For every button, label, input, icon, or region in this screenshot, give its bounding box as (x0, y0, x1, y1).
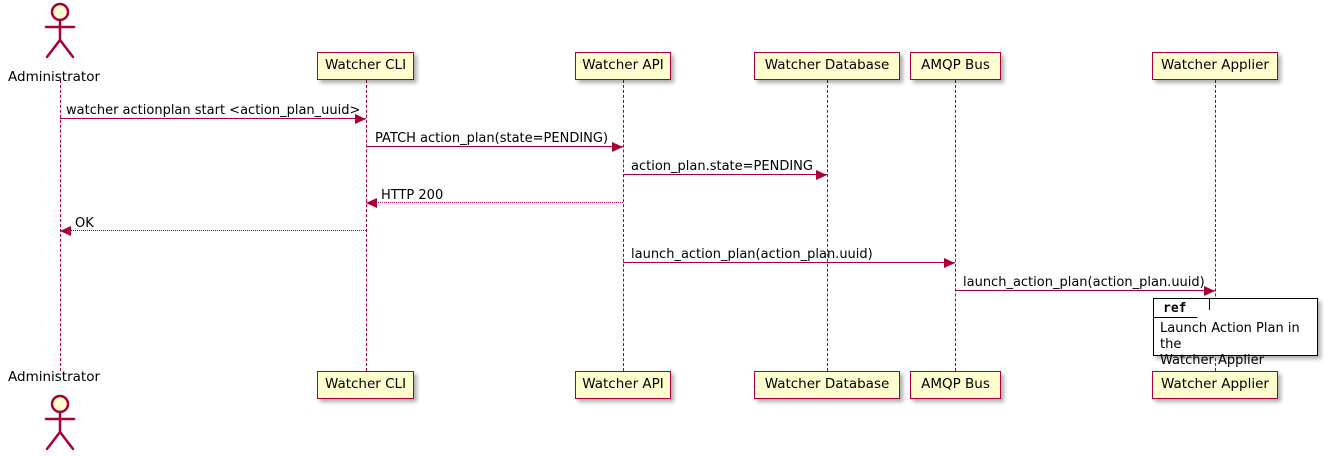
ref-fragment-body-line-2: Watcher Applier (1160, 353, 1264, 368)
message-label-m4: HTTP 200 (381, 188, 444, 203)
participant-box-watcher-cli-bottom[interactable]: Watcher CLI (317, 371, 414, 399)
lifeline-watcher-database (826, 80, 828, 371)
lifeline-watcher-cli (365, 80, 367, 371)
message-label-m1: watcher actionplan start <action_plan_uu… (66, 103, 361, 118)
participant-label: Watcher Database (764, 57, 890, 74)
participant-label: Watcher Applier (1161, 376, 1269, 393)
message-arrowhead-m2 (612, 141, 623, 152)
lifeline-watcher-applier (1214, 80, 1216, 371)
lifeline-watcher-api (622, 80, 624, 371)
participant-box-watcher-cli-top[interactable]: Watcher CLI (317, 52, 414, 80)
actor-figure-administrator-bottom (39, 394, 81, 451)
message-line-m7 (955, 290, 1215, 291)
lifeline-amqp-bus (954, 80, 956, 371)
participant-box-watcher-api-top[interactable]: Watcher API (575, 52, 671, 80)
message-label-m7: launch_action_plan(action_plan.uuid) (963, 275, 1205, 290)
message-label-m3: action_plan.state=PENDING (631, 159, 813, 174)
participant-label: Watcher Database (764, 376, 890, 393)
message-arrowhead-m6 (944, 257, 955, 268)
participant-label: AMQP Bus (921, 376, 990, 393)
message-line-m3 (623, 174, 827, 175)
message-line-m5 (60, 230, 366, 231)
actor-label-administrator-top: Administrator (8, 69, 101, 85)
participant-label: Watcher API (582, 376, 664, 393)
participant-box-watcher-database-top[interactable]: Watcher Database (754, 52, 900, 80)
message-arrowhead-m7 (1204, 285, 1215, 296)
message-arrowhead-m5 (60, 225, 71, 236)
participant-box-amqp-bus-top[interactable]: AMQP Bus (910, 52, 1001, 80)
participant-box-watcher-applier-bottom[interactable]: Watcher Applier (1152, 371, 1278, 399)
participant-label: Watcher API (582, 57, 664, 74)
ref-fragment-body-line-1: Launch Action Plan in the (1160, 321, 1300, 352)
participant-label: Watcher CLI (324, 57, 407, 74)
participant-box-watcher-applier-top[interactable]: Watcher Applier (1152, 52, 1278, 80)
participant-label: AMQP Bus (921, 57, 990, 74)
message-arrowhead-m1 (355, 113, 366, 124)
message-line-m2 (366, 146, 623, 147)
message-line-m6 (623, 262, 955, 263)
message-arrowhead-m4 (366, 197, 377, 208)
message-line-m4 (366, 202, 623, 203)
message-line-m1 (60, 118, 366, 119)
message-label-m6: launch_action_plan(action_plan.uuid) (631, 247, 873, 262)
ref-fragment-keyword: ref (1163, 300, 1187, 316)
ref-fragment-tab: ref (1154, 299, 1210, 318)
participant-box-watcher-database-bottom[interactable]: Watcher Database (754, 371, 900, 399)
participant-box-watcher-api-bottom[interactable]: Watcher API (575, 371, 671, 399)
message-arrowhead-m3 (816, 169, 827, 180)
participant-label: Watcher CLI (324, 376, 407, 393)
participant-label: Watcher Applier (1161, 57, 1269, 74)
message-label-m2: PATCH action_plan(state=PENDING) (375, 131, 609, 146)
participant-box-amqp-bus-bottom[interactable]: AMQP Bus (910, 371, 1001, 399)
actor-label-administrator-bottom: Administrator (8, 369, 101, 385)
message-label-m5: OK (75, 216, 94, 231)
actor-figure-administrator-top (39, 2, 81, 59)
